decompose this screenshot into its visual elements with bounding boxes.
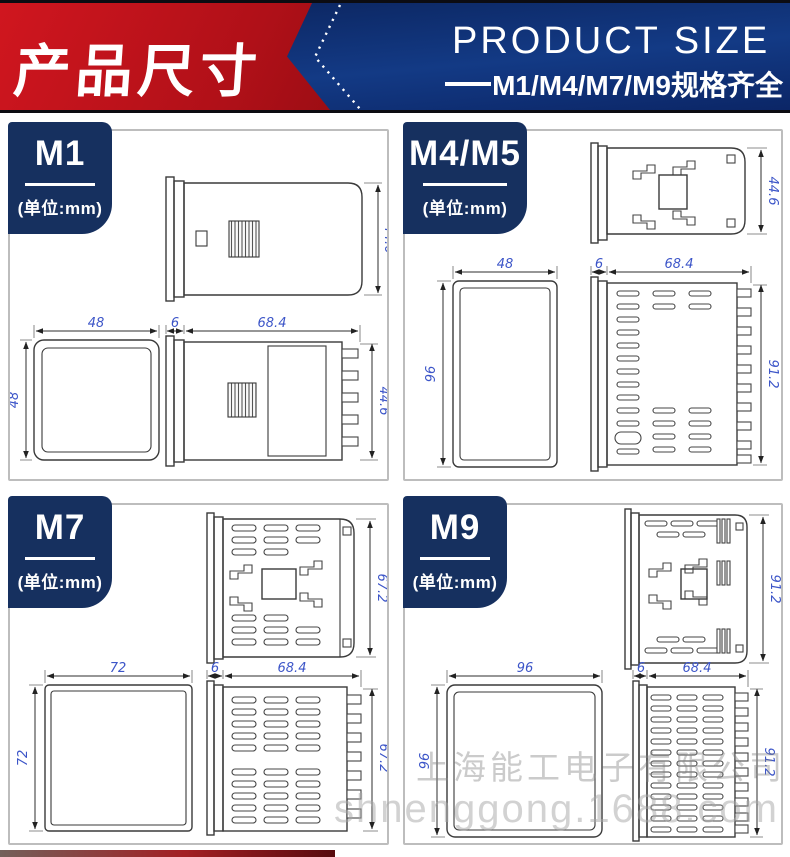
panel-m7: 67.2 72 72 xyxy=(8,496,389,845)
m9-side-height-dim: 91.2 xyxy=(761,748,776,777)
tagline-dash-line xyxy=(445,82,491,86)
m7-side-height-dim: 67.2 xyxy=(376,744,387,773)
m4m5-technical-drawing: 44.6 48 96 xyxy=(424,142,780,472)
m9-front-height-dim: 96 xyxy=(418,753,433,770)
panel-m4m5: 44.6 48 96 xyxy=(403,122,783,481)
m7-front-height-dim: 72 xyxy=(16,750,31,767)
m7-body-depth-dim: 68.4 xyxy=(278,661,307,676)
m7-front-width-dim: 72 xyxy=(110,661,127,676)
m9-model-label: M9 xyxy=(429,508,481,547)
m1-technical-drawing: 44.6 48 48 xyxy=(10,176,387,467)
red-ribbon-shape xyxy=(0,3,330,110)
m4m5-unit-label: (单位:mm) xyxy=(422,199,508,218)
m4m5-front-width-dim: 48 xyxy=(497,257,514,272)
bottom-red-strip xyxy=(0,850,335,857)
m9-top-height-dim: 91.2 xyxy=(767,575,781,604)
m9-label-divider xyxy=(419,557,491,560)
m7-technical-drawing: 67.2 72 72 xyxy=(16,512,387,836)
m9-front-width-dim: 96 xyxy=(517,661,534,676)
m4m5-top-height-dim: 44.6 xyxy=(765,177,780,206)
header-bottom-strip xyxy=(0,110,790,113)
header-banner: 产品尺寸 PRODUCT SIZE M1/M4/M7/M9规格齐全 xyxy=(0,0,790,113)
m7-top-height-dim: 67.2 xyxy=(374,574,387,603)
m9-body-depth-dim: 68.4 xyxy=(683,661,712,676)
m4m5-model-label: M4/M5 xyxy=(409,134,521,173)
m1-bezel-depth-dim: 6 xyxy=(171,316,179,331)
m7-label-divider xyxy=(24,557,96,560)
m1-front-width-dim: 48 xyxy=(88,316,105,331)
m4m5-body-depth-dim: 68.4 xyxy=(665,257,694,272)
m1-label-divider xyxy=(24,183,96,186)
m4m5-label-box: M4/M5 (单位:mm) xyxy=(403,122,527,234)
m9-label-box: M9 (单位:mm) xyxy=(403,496,507,608)
m1-side-height-dim: 44.6 xyxy=(376,387,387,416)
m4m5-bezel-depth-dim: 6 xyxy=(595,257,603,272)
m1-top-height-dim: 44.6 xyxy=(381,225,387,254)
panel-m9: 91.2 96 96 xyxy=(403,496,783,845)
m9-technical-drawing: 91.2 96 96 xyxy=(418,508,781,842)
m4m5-label-divider xyxy=(422,183,508,186)
m1-unit-label: (单位:mm) xyxy=(17,199,103,218)
m7-unit-label: (单位:mm) xyxy=(17,573,103,592)
m7-bezel-depth-dim: 6 xyxy=(211,661,219,676)
m4m5-side-height-dim: 91.2 xyxy=(765,360,780,389)
panel-m1: 44.6 48 48 xyxy=(8,122,389,481)
tagline-text: M1/M4/M7/M9规格齐全 xyxy=(492,70,783,101)
header-top-strip xyxy=(0,0,790,3)
page-title-english: PRODUCT SIZE xyxy=(452,20,771,62)
m1-body-depth-dim: 68.4 xyxy=(258,316,287,331)
m1-label-box: M1 (单位:mm) xyxy=(8,122,112,234)
m9-bezel-depth-dim: 6 xyxy=(637,661,645,676)
page-title-chinese: 产品尺寸 xyxy=(11,40,264,104)
m7-label-box: M7 (单位:mm) xyxy=(8,496,112,608)
m4m5-front-height-dim: 96 xyxy=(424,366,439,383)
m1-model-label: M1 xyxy=(34,134,86,173)
m1-front-height-dim: 48 xyxy=(10,392,22,409)
m7-model-label: M7 xyxy=(34,508,86,547)
m9-unit-label: (单位:mm) xyxy=(412,573,498,592)
